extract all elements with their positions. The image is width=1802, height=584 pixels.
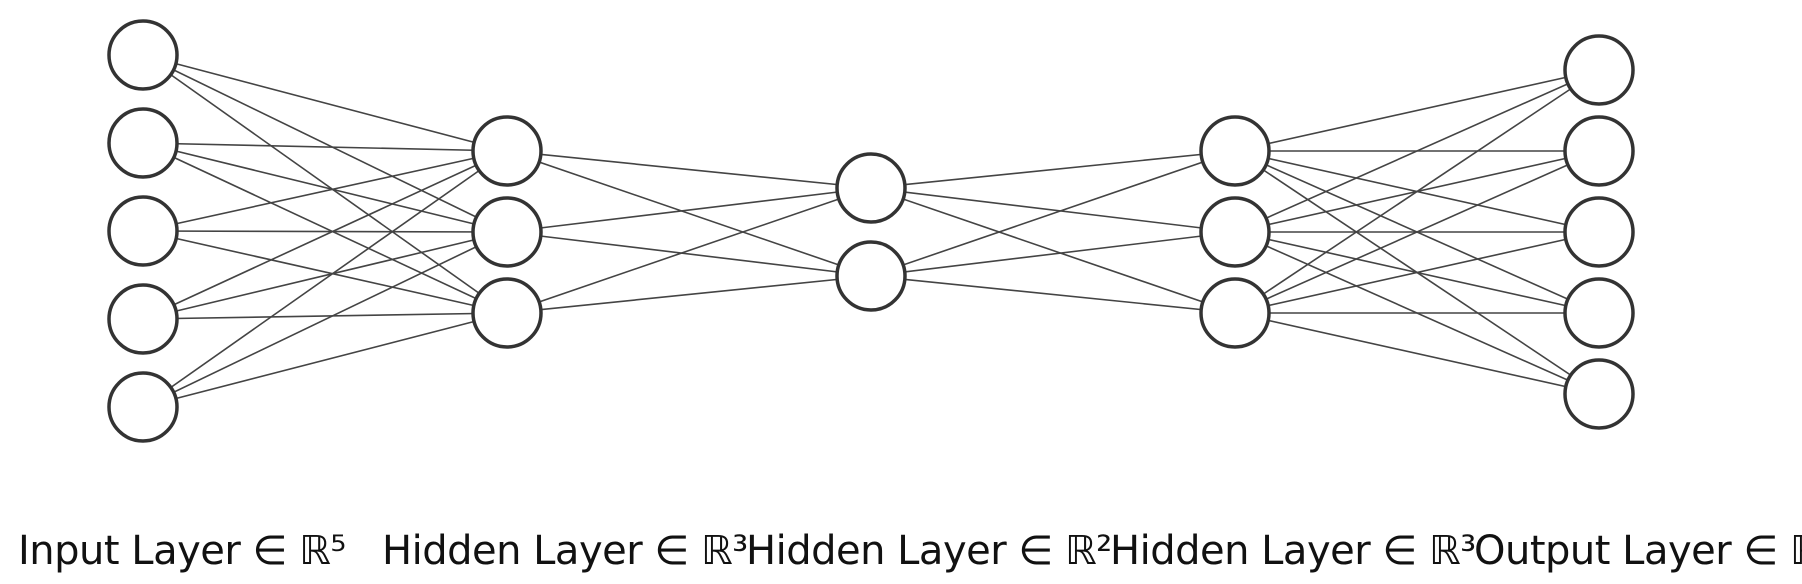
edge-input-5-to-hidden-1-1 xyxy=(142,150,508,408)
edge-input-5-to-hidden-1-3 xyxy=(142,312,508,408)
edge-hidden-1-2-to-hidden-2-2 xyxy=(506,231,872,277)
neuron-hidden-1-3 xyxy=(471,277,543,349)
edge-input-3-to-hidden-1-2 xyxy=(142,230,508,233)
edge-input-2-to-hidden-1-2 xyxy=(142,142,508,233)
edge-hidden-1-1-to-hidden-2-1 xyxy=(506,150,872,189)
neuron-hidden-1-1 xyxy=(471,115,543,187)
edge-hidden-2-2-to-hidden-3-3 xyxy=(870,275,1236,314)
neuron-input-3 xyxy=(107,195,179,267)
layer-label-hidden-2: Hidden Layer ∈ ℝ² xyxy=(746,528,1112,574)
edge-input-4-to-hidden-1-3 xyxy=(142,312,508,320)
neuron-hidden-2-1 xyxy=(835,152,907,224)
edge-input-1-to-hidden-1-2 xyxy=(142,54,508,233)
edge-input-2-to-hidden-1-3 xyxy=(142,142,508,314)
edge-input-1-to-hidden-1-3 xyxy=(142,54,508,314)
neuron-input-4 xyxy=(107,283,179,355)
edge-hidden-1-3-to-hidden-2-1 xyxy=(506,187,872,314)
edge-hidden-3-3-to-output-2 xyxy=(1234,150,1600,314)
layer-label-hidden-1: Hidden Layer ∈ ℝ³ xyxy=(382,528,748,574)
layer-label-output: Output Layer ∈ ℝ⁵ xyxy=(1474,528,1802,574)
layer-labels: Input Layer ∈ ℝ⁵ Hidden Layer ∈ ℝ³ Hidde… xyxy=(18,528,1802,574)
edge-hidden-3-1-to-output-1 xyxy=(1234,69,1600,152)
edge-hidden-2-1-to-hidden-3-1 xyxy=(870,150,1236,189)
edge-input-1-to-hidden-1-1 xyxy=(142,54,508,152)
neuron-output-5 xyxy=(1563,358,1635,430)
neuron-hidden-3-1 xyxy=(1199,115,1271,187)
edge-hidden-1-1-to-hidden-2-2 xyxy=(506,150,872,277)
edge-hidden-1-2-to-hidden-2-1 xyxy=(506,187,872,233)
neuron-hidden-1-2 xyxy=(471,196,543,268)
edge-hidden-2-1-to-hidden-3-2 xyxy=(870,187,1236,233)
edge-input-4-to-hidden-1-2 xyxy=(142,231,508,320)
connections xyxy=(142,54,1600,408)
neurons xyxy=(107,19,1635,443)
edge-input-3-to-hidden-1-1 xyxy=(142,150,508,232)
edge-hidden-3-3-to-output-1 xyxy=(1234,69,1600,314)
edge-input-3-to-hidden-1-3 xyxy=(142,230,508,314)
edge-hidden-3-3-to-output-3 xyxy=(1234,231,1600,314)
edge-hidden-3-3-to-output-5 xyxy=(1234,312,1600,395)
edge-hidden-2-2-to-hidden-3-2 xyxy=(870,231,1236,277)
neuron-output-2 xyxy=(1563,115,1635,187)
neuron-input-1 xyxy=(107,19,179,91)
neuron-hidden-2-2 xyxy=(835,240,907,312)
neuron-output-1 xyxy=(1563,34,1635,106)
edge-input-5-to-hidden-1-2 xyxy=(142,231,508,408)
neuron-output-4 xyxy=(1563,277,1635,349)
neuron-hidden-3-3 xyxy=(1199,277,1271,349)
layer-label-input: Input Layer ∈ ℝ⁵ xyxy=(18,528,346,574)
edge-hidden-3-2-to-output-1 xyxy=(1234,69,1600,233)
edge-hidden-2-2-to-hidden-3-1 xyxy=(870,150,1236,277)
neuron-hidden-3-2 xyxy=(1199,196,1271,268)
edge-input-2-to-hidden-1-1 xyxy=(142,142,508,152)
edge-hidden-1-3-to-hidden-2-2 xyxy=(506,275,872,314)
neuron-input-2 xyxy=(107,107,179,179)
neuron-output-3 xyxy=(1563,196,1635,268)
edge-hidden-2-1-to-hidden-3-3 xyxy=(870,187,1236,314)
layer-label-hidden-3: Hidden Layer ∈ ℝ³ xyxy=(1110,528,1476,574)
neuron-input-5 xyxy=(107,371,179,443)
edge-input-4-to-hidden-1-1 xyxy=(142,150,508,320)
